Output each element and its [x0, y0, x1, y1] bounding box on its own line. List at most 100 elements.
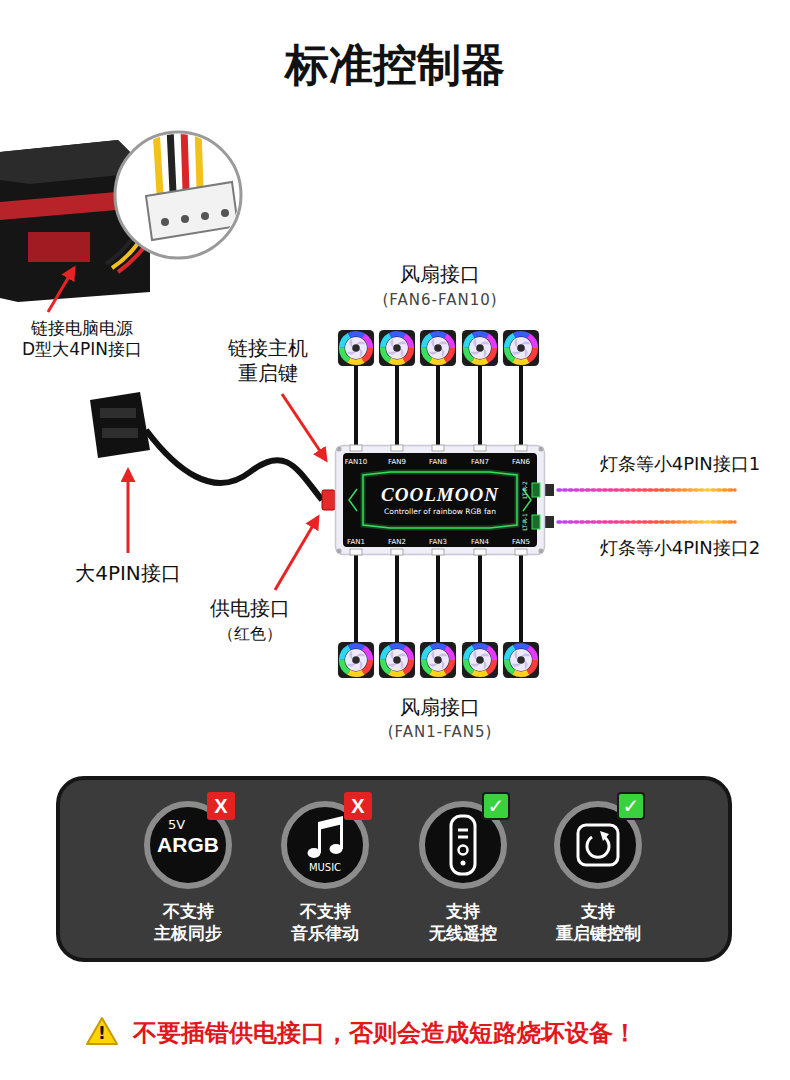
power-connector: [322, 490, 335, 510]
connector-zoom: [198, 128, 200, 188]
power-connector: [322, 490, 335, 510]
connector-zoom: [170, 128, 173, 192]
callout-label: (FAN6-FAN10): [382, 291, 497, 310]
port-label: FAN9: [388, 458, 406, 467]
molex-plug: [146, 430, 322, 500]
check-badge: ✓: [617, 792, 645, 820]
led-strip: [558, 520, 735, 524]
molex-plug: [90, 392, 150, 458]
port-label: LT-R-1: [521, 513, 529, 531]
port-label: FAN10: [345, 458, 367, 467]
cross-badge-text: X: [351, 796, 364, 816]
rgb-fan: [462, 642, 498, 678]
callout-label: 供电接口: [210, 596, 290, 621]
connector-zoom: [184, 128, 186, 190]
callout-label: (FAN1-FAN5): [388, 723, 493, 742]
callout-label: 风扇接口: [400, 262, 480, 287]
callout-label: 灯条等小4PIN接口2: [600, 537, 761, 560]
fan-wire: [519, 555, 523, 642]
rgb-fan: [338, 330, 539, 678]
port-label: LT-R-2: [521, 481, 529, 499]
warning-note: 不要插错供电接口，否则会造成短路烧坏设备！: [133, 1018, 637, 1048]
rgb-fan: [503, 330, 539, 366]
controller-box-text: COOLMOON: [381, 484, 499, 507]
callout-label: 链接主机 重启键: [228, 336, 308, 386]
connector-zoom: [146, 128, 238, 240]
cross-badge: X: [207, 792, 235, 820]
fan-wire: [395, 555, 399, 642]
port-label: FAN3: [429, 538, 447, 547]
led-strip: [545, 484, 735, 528]
fan-wire: [395, 366, 399, 446]
feature-panel: [58, 778, 730, 960]
feature-icon-text: ARGB: [143, 833, 233, 857]
feature-icon-text: 支持 无线遥控: [429, 900, 497, 944]
cross-badge: X: [344, 792, 372, 820]
callout-label: 大4PIN接口: [75, 561, 181, 586]
connector-zoom: [146, 182, 238, 240]
fan-wire: [354, 555, 358, 642]
power-supply: [28, 232, 90, 262]
controller-box-text: Controller of rainbow RGB fan: [384, 507, 496, 517]
check-badge: ✓: [482, 792, 510, 820]
connector-zoom: [115, 132, 241, 258]
port-label: FAN7: [471, 458, 489, 467]
warning-triangle: !: [86, 1016, 118, 1045]
warning-triangle-text: !: [86, 1025, 118, 1042]
feature-panel: [58, 778, 730, 960]
connector-zoom: [201, 212, 209, 220]
fan-wire: [436, 555, 440, 642]
pointer-arrow: [48, 268, 326, 590]
port-label: FAN8: [429, 458, 447, 467]
port-label: FAN2: [388, 538, 406, 547]
fan-wire: [478, 366, 482, 446]
feature-icon: MUSIC不支持 音乐律动X: [280, 800, 370, 890]
fan-wire: [354, 366, 358, 446]
connector-zoom: [181, 215, 189, 223]
check-badge-text: ✓: [488, 796, 505, 816]
rgb-fan: [503, 642, 539, 678]
rgb-fan: [420, 642, 456, 678]
callout-label: 风扇接口: [400, 695, 480, 720]
connector-zoom: [161, 218, 169, 226]
rgb-fan: [338, 330, 374, 366]
callout-label: 灯条等小4PIN接口1: [600, 453, 761, 476]
connector-zoom: [115, 128, 241, 258]
molex-plug: [90, 392, 322, 500]
page-title: 标准控制器: [0, 36, 790, 95]
feature-icon-text: 支持 重启键控制: [556, 900, 641, 944]
feature-icon-text: MUSIC: [280, 862, 370, 873]
led-strip: [558, 488, 735, 492]
fan-wire: [519, 366, 523, 446]
pointer-arrow: [48, 268, 74, 312]
callout-label: （红色）: [218, 624, 282, 644]
check-badge-text: ✓: [623, 796, 640, 816]
feature-icon-text: 不支持 主板同步: [154, 900, 222, 944]
fan-wire: [478, 555, 482, 642]
led-strip: [545, 484, 554, 496]
connector-zoom: [156, 128, 160, 194]
rgb-fan: [379, 330, 415, 366]
port-label: FAN1: [347, 538, 365, 547]
cross-badge-text: X: [214, 796, 227, 816]
led-strip: [545, 516, 554, 528]
port-label: FAN6: [512, 458, 530, 467]
connector-zoom: [221, 209, 229, 217]
rgb-fan: [462, 330, 498, 366]
molex-plug: [100, 408, 136, 418]
feature-icon: 5VARGB不支持 主板同步X: [143, 800, 233, 890]
feature-icon-text: 5V: [168, 817, 185, 832]
feature-icon: 支持 重启键控制✓: [553, 800, 643, 890]
rgb-fan: [420, 330, 456, 366]
feature-icon-text: 不支持 音乐律动: [291, 900, 359, 944]
pointer-arrow: [275, 517, 318, 590]
pointer-arrow: [127, 470, 130, 553]
molex-plug: [102, 428, 138, 438]
feature-icon: 支持 无线遥控✓: [418, 800, 508, 890]
rgb-fan: [379, 642, 415, 678]
fan-wire: [436, 366, 440, 446]
rgb-fan: [338, 642, 374, 678]
callout-label: 链接电脑电源 D型大4PIN接口: [22, 318, 142, 361]
